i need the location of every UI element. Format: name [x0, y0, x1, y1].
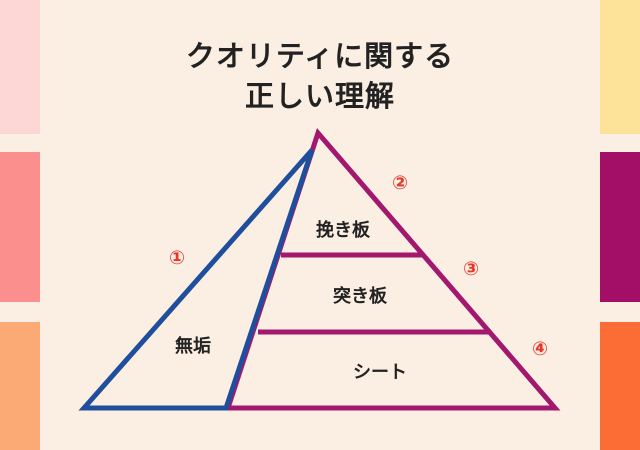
right-swatch-orange [600, 322, 640, 450]
left-swatch-salmon [0, 152, 40, 302]
left-swatch-pink [0, 0, 40, 134]
marker-2: ② [392, 172, 408, 194]
right-swatch-magenta [600, 152, 640, 302]
label-layer-3: シート [353, 362, 407, 383]
page-title: クオリティに関する 正しい理解 [0, 36, 640, 116]
label-layer-1: 挽き板 [316, 219, 371, 241]
marker-4: ④ [532, 338, 548, 360]
label-layer-2: 突き板 [333, 285, 388, 307]
blue-triangle [78, 148, 315, 411]
marker-1: ① [169, 247, 185, 269]
marker-3: ③ [463, 258, 479, 280]
right-swatch-yellow [600, 0, 640, 134]
title-line-1: クオリティに関する [185, 39, 455, 73]
title-line-2: 正しい理解 [244, 79, 395, 113]
label-solid-wood: 無垢 [175, 335, 211, 357]
left-swatch-orange [0, 322, 40, 450]
